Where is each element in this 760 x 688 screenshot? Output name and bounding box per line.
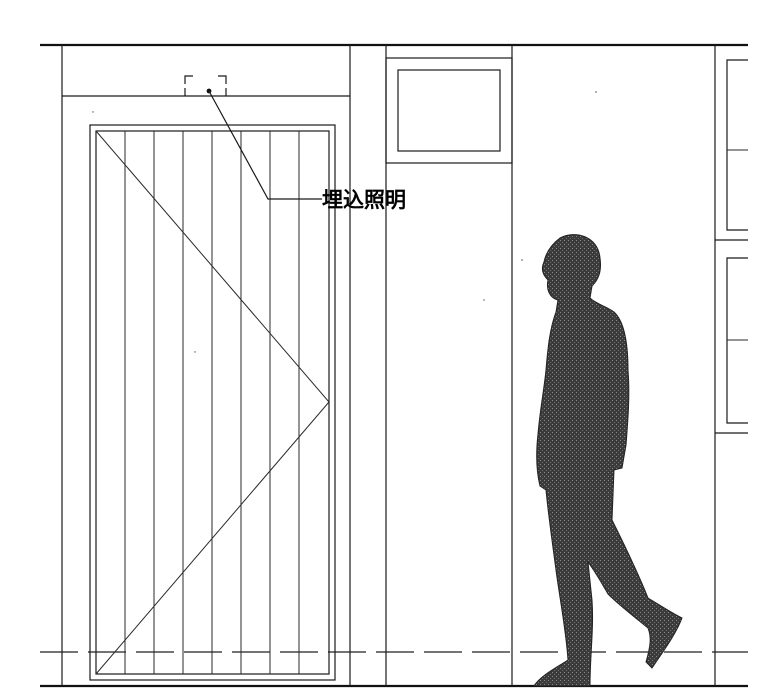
right-wall-panels [714,45,748,686]
annotation-label: 埋込照明 [322,188,406,212]
door-opening-symbol [95,130,330,675]
drawing-specks [92,91,597,353]
person-silhouette [533,234,683,687]
embedded-light-icon [184,75,227,96]
elevator-door [62,45,351,686]
door-slats [124,131,300,674]
annotation-leader-line [208,90,322,200]
wall-panel [385,45,513,686]
